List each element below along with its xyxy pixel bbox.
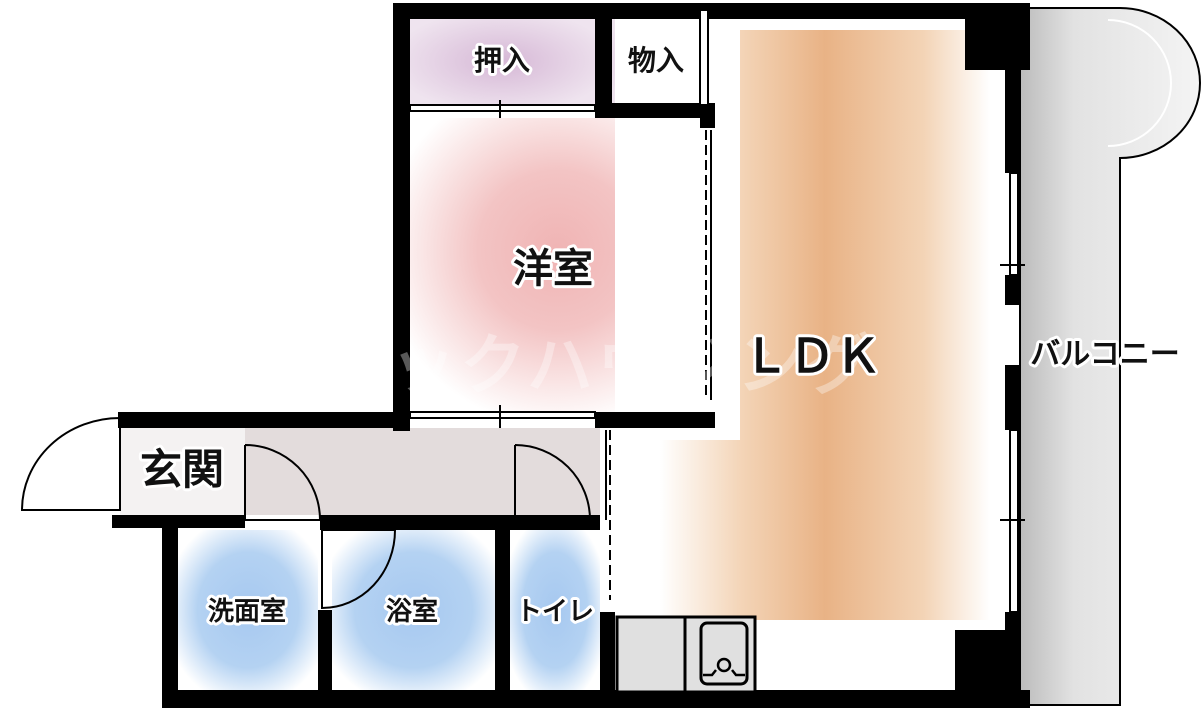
label-bathroom: 浴室 (386, 596, 438, 627)
label-western-room: 洋室 (513, 246, 593, 292)
label-oshiire: 押入 (474, 44, 530, 77)
label-entrance: 玄関 (140, 445, 224, 494)
sliding-doors (409, 9, 1025, 613)
hallway (245, 428, 600, 515)
swing-doors (20, 417, 592, 610)
washroom (178, 530, 318, 690)
label-washroom: 洗面室 (208, 596, 286, 627)
watermark: ックハウジング (390, 327, 877, 404)
entrance-floor (120, 428, 245, 515)
closet-oshiire (410, 18, 595, 105)
balcony (1019, 7, 1201, 706)
label-monoire: 物入 (628, 44, 684, 77)
toilet (510, 530, 600, 690)
sink-icon (699, 621, 749, 686)
label-balcony: バルコニー (1030, 337, 1179, 372)
bathroom (332, 530, 495, 690)
kitchen-counter (615, 615, 757, 694)
label-toilet: トイレ (516, 597, 594, 627)
ldk-floor (660, 30, 990, 620)
label-ldk: ＬＤＫ (743, 329, 881, 383)
walls (112, 3, 1030, 708)
